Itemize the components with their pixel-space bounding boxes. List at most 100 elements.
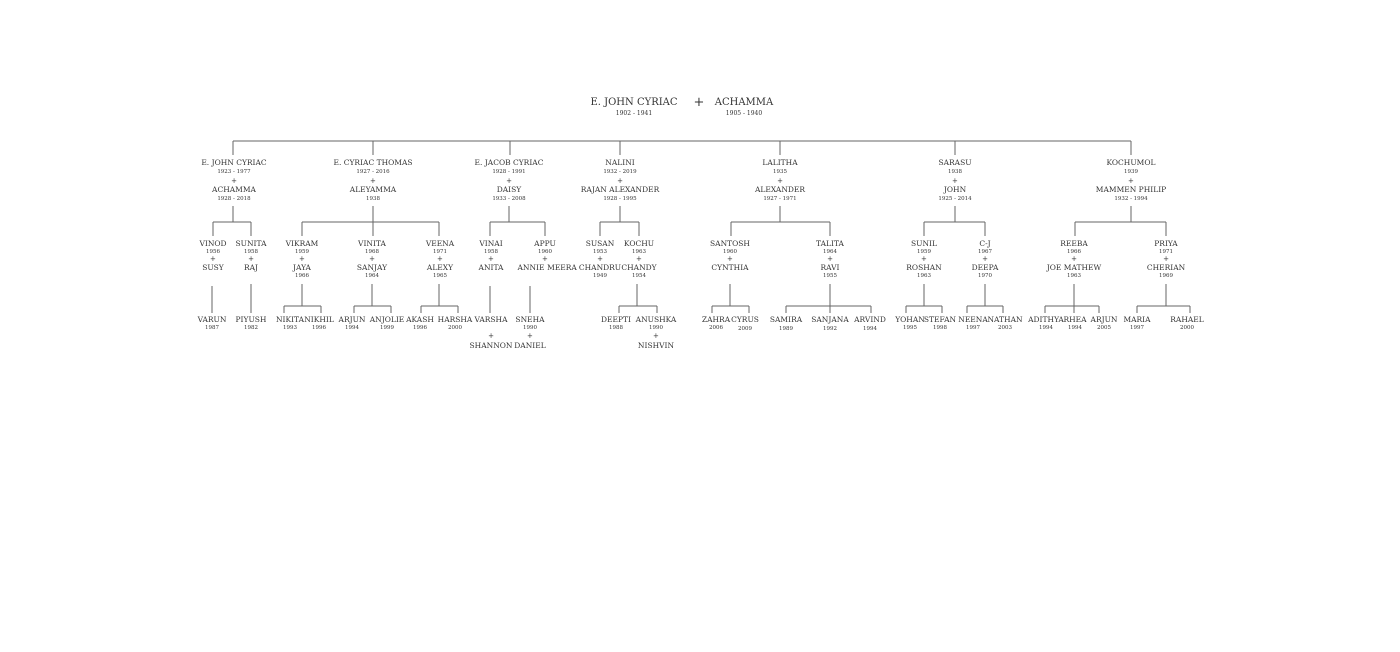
marriage-plus: + <box>597 255 603 263</box>
spouse-gen2: ANNIE <box>518 263 545 272</box>
marriage-plus: + <box>1163 255 1169 263</box>
spouse-name: ROSHAN <box>906 263 942 272</box>
person-name: SANJANA <box>811 315 849 324</box>
person-years: 1923 - 1977 <box>217 169 251 175</box>
person-years: 1998 <box>933 325 947 331</box>
root-person: E. JOHN CYRIAC 1902 - 1941 <box>590 97 677 118</box>
person-years: 1959 <box>916 249 931 255</box>
person-name: KOCHU <box>623 239 655 248</box>
spouse-years: 1933 - 2008 <box>492 196 526 202</box>
spouse-name: CHERIAN <box>1146 263 1186 272</box>
person-name: APPU <box>534 239 556 248</box>
person-name: E. JOHN CYRIAC <box>590 97 678 108</box>
person-name: LALITHA <box>762 158 798 167</box>
spouse-name: ALEXY <box>426 263 454 272</box>
marriage-plus: + <box>693 95 705 110</box>
person-name: ACHAMMA <box>714 97 774 108</box>
spouse-years: 1969 <box>1159 273 1173 279</box>
person-name: E. JACOB CYRIAC <box>474 158 544 167</box>
person-name: REEBA <box>1060 239 1088 248</box>
person-years: 1964 <box>823 249 837 255</box>
marriage-plus: + <box>727 255 733 263</box>
person-name: VIKRAM <box>285 239 319 248</box>
person-name: VEENA <box>425 239 455 248</box>
spouse-years: 1955 <box>823 273 837 279</box>
spouse-name: ALEYAMMA <box>349 185 397 194</box>
person-years: 1963 <box>631 249 646 255</box>
spouse-name: NISHVIN <box>637 341 675 350</box>
person-name: E. JOHN CYRIAC <box>201 158 267 167</box>
person-years: 1938 <box>947 169 962 175</box>
person-name: ADITHYA <box>1028 315 1064 324</box>
marriage-plus: + <box>506 177 512 185</box>
person-years: 1995 <box>903 325 917 331</box>
person-name: E. CYRIAC THOMAS <box>333 158 413 167</box>
person-name: ANUSHKA <box>635 315 677 324</box>
person-name: YOHAN <box>895 315 925 324</box>
person-years: 1990 <box>522 325 537 331</box>
spouse-years: 1927 - 1971 <box>763 196 797 202</box>
person-years: 1999 <box>380 325 394 331</box>
spouse-years: 1970 <box>978 273 992 279</box>
spouse-name: DAISY <box>496 185 522 194</box>
spouse-gen2: MEERA <box>547 263 577 272</box>
marriage-plus: + <box>488 255 494 263</box>
person-name: ARJUN <box>338 315 366 324</box>
spouse-name: RAJAN ALEXANDER <box>580 185 660 194</box>
marriage-plus: + <box>248 255 254 263</box>
person-years: 1994 <box>344 325 359 331</box>
person-name: ANJOLIE <box>369 315 405 324</box>
person-years: 2000 <box>1179 325 1194 331</box>
person-name: SUSAN <box>585 239 615 248</box>
person-years: 1956 <box>205 249 220 255</box>
person-years: 1994 <box>1038 325 1053 331</box>
spouse-name: SANJAY <box>356 263 388 272</box>
person-name: NIKITA <box>275 315 305 324</box>
marriage-plus: + <box>952 177 958 185</box>
person-name: STEFAN <box>923 315 957 324</box>
spouse-name: MAMMEN PHILIP <box>1095 185 1167 194</box>
person-years: 1990 <box>648 325 663 331</box>
marriage-plus: + <box>488 332 494 340</box>
spouse-years: 1938 <box>365 196 380 202</box>
marriage-plus: + <box>921 255 927 263</box>
person-name: VINITA <box>358 239 386 248</box>
person-name: CYRUS <box>731 315 759 324</box>
person-name: RHEA <box>1063 315 1087 324</box>
person-years: 1960 <box>537 249 552 255</box>
person-name: SNEHA <box>515 315 545 324</box>
spouse-name: DEEPA <box>971 263 999 272</box>
marriage-plus: + <box>777 177 783 185</box>
spouse-years: 1963 <box>1067 273 1081 279</box>
person-name: SUNITA <box>235 239 267 248</box>
person-years: 2003 <box>998 325 1012 331</box>
person-name: C-J <box>979 239 991 248</box>
spouse-name: ALEXANDER <box>754 185 806 194</box>
